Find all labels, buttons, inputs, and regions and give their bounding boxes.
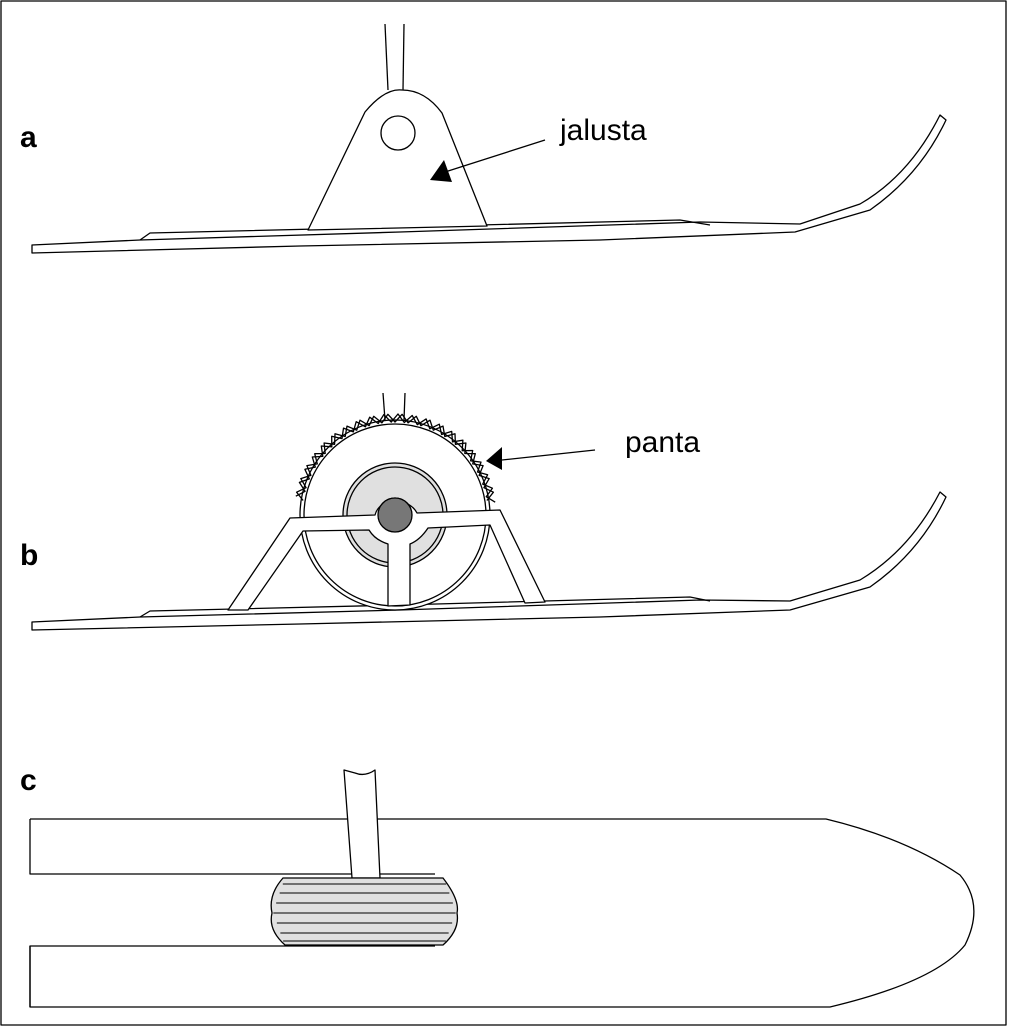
- panel-b: b panta: [20, 392, 947, 631]
- pole-a: [384, 23, 405, 91]
- spool-top-body: [270, 877, 459, 946]
- callout-jalusta: jalusta: [559, 114, 647, 147]
- stand: [307, 89, 488, 231]
- callout-arrow-b: [486, 447, 596, 470]
- spool-stripes: [273, 883, 456, 942]
- spool-top: [270, 877, 459, 946]
- panel-label-b: b: [20, 539, 38, 572]
- panel-label-a: a: [20, 121, 37, 154]
- arrowhead-icon: [430, 160, 452, 182]
- panel-a: a jalusta: [20, 23, 947, 254]
- ski-c: [29, 818, 975, 1008]
- panel-c: c: [20, 764, 975, 1008]
- panel-label-c: c: [20, 764, 37, 797]
- callout-arrow-a: [430, 139, 546, 182]
- pole-c: [343, 769, 381, 879]
- ski-a: [31, 114, 947, 254]
- spool-frame: [227, 497, 546, 611]
- arrowhead-icon: [486, 447, 502, 470]
- callout-panta: panta: [625, 426, 700, 459]
- stand-hole: [380, 115, 416, 151]
